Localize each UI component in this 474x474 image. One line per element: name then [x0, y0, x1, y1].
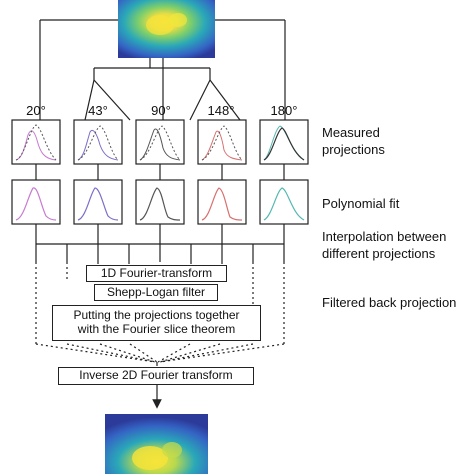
interpolation-bus [35, 224, 285, 262]
angle-label-43: 43° [88, 103, 108, 118]
polyfit-curve-90 [139, 187, 181, 221]
step-inverse-2d-fourier: Inverse 2D Fourier transform [58, 367, 254, 385]
angle-label-20: 20° [26, 103, 46, 118]
measured-dotted-180 [263, 127, 305, 161]
polyfit-curves [15, 187, 305, 221]
polyfit-curve-180 [263, 187, 305, 221]
measured-curve-90 [139, 128, 181, 161]
step-shepp-logan: Shepp-Logan filter [94, 284, 218, 301]
polyfit-curve-148 [201, 187, 243, 221]
input-heatmap-hotspot [169, 13, 187, 27]
measured-curve-148 [201, 130, 243, 161]
side-label-measured-line2: projections [322, 142, 385, 157]
side-label-measured: Measured projections [322, 124, 385, 158]
measured-curve-20 [15, 130, 57, 161]
side-label-filtered: Filtered back projection [322, 295, 457, 310]
top-connectors [39, 19, 286, 121]
measured-dotted-20 [15, 124, 57, 161]
angle-label-90: 90° [151, 103, 171, 118]
step-1d-fourier: 1D Fourier-transform [86, 265, 227, 282]
side-label-interpolation: Interpolation between different projecti… [322, 228, 446, 262]
side-label-interpolation-line2: different projections [322, 246, 436, 261]
measured-dotted-43 [77, 125, 119, 161]
measured-dotted-90 [139, 125, 181, 161]
side-label-polynomial: Polynomial fit [322, 196, 400, 211]
side-label-interpolation-line1: Interpolation between [322, 229, 447, 244]
angle-label-148: 148° [207, 103, 235, 118]
measured-curves [15, 124, 305, 161]
step-fourier-slice: Putting the projections together with th… [52, 305, 261, 341]
output-heatmap-hotspot [162, 442, 182, 458]
polyfit-curve-43 [77, 187, 119, 221]
input-heatmap-hotspot [146, 15, 174, 35]
polyfit-curve-20 [15, 187, 57, 221]
mid-connectors [35, 164, 285, 180]
step-fourier-slice-line2: with the Fourier slice theorem [77, 322, 236, 336]
measured-dotted-148 [201, 125, 243, 161]
side-label-measured-line1: Measured [322, 125, 380, 140]
measured-row [11, 119, 309, 165]
output-heatmap-hotspot [132, 446, 168, 470]
dotted-lines [35, 262, 285, 363]
step-fourier-slice-line1: Putting the projections together [73, 308, 240, 322]
polyfit-row [11, 179, 309, 225]
angle-label-180: 180° [270, 103, 298, 118]
